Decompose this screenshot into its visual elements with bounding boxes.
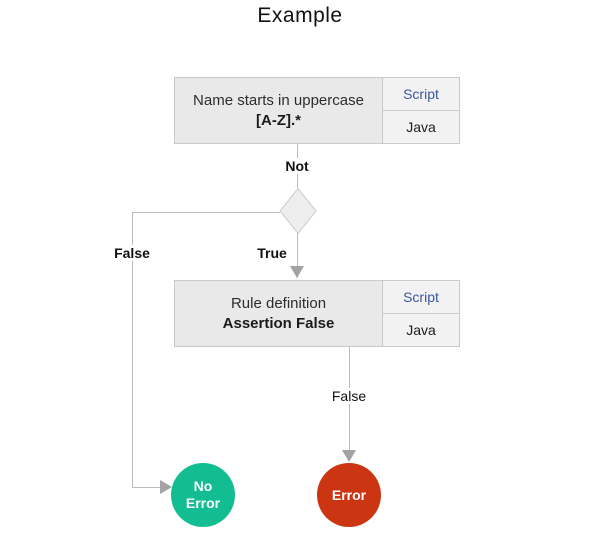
terminal-no-error-line1: No xyxy=(193,478,213,494)
terminal-error-label: Error xyxy=(331,486,367,503)
rule-node-name-uppercase: Name starts in uppercase [A-Z].* Script … xyxy=(174,77,460,144)
edge-label-not: Not xyxy=(282,158,312,174)
rule-node-body: Rule definition Assertion False xyxy=(175,281,382,346)
arrowhead-into-box2 xyxy=(290,266,304,278)
rule-assertion: Assertion False xyxy=(222,314,335,332)
arrowhead-into-error xyxy=(342,450,356,462)
tab-java[interactable]: Java xyxy=(383,111,459,143)
terminal-no-error: No Error xyxy=(171,463,235,527)
edge-label-false-left: False xyxy=(111,245,153,261)
connector-diamond-to-box2 xyxy=(297,233,298,278)
rule-description: Name starts in uppercase xyxy=(193,91,364,109)
terminal-error: Error xyxy=(317,463,381,527)
connector-left-down xyxy=(132,212,133,488)
tab-script[interactable]: Script xyxy=(383,78,459,111)
rule-expression: [A-Z].* xyxy=(256,111,301,129)
terminal-no-error-line2: Error xyxy=(185,495,221,511)
decision-diamond xyxy=(279,188,317,235)
connector-diamond-left xyxy=(132,212,280,213)
diagram-title: Example xyxy=(257,4,343,27)
rule-node-rule-definition: Rule definition Assertion False Script J… xyxy=(174,280,460,347)
edge-label-false-bottom: False xyxy=(328,388,370,404)
tab-script[interactable]: Script xyxy=(383,281,459,314)
rule-tab-column: Script Java xyxy=(382,78,459,143)
arrowhead-into-noerror xyxy=(160,480,172,494)
connector-left-to-noerror xyxy=(132,487,162,488)
rule-tab-column: Script Java xyxy=(382,281,459,346)
tab-java[interactable]: Java xyxy=(383,314,459,346)
edge-label-true: True xyxy=(254,245,290,261)
rule-node-body: Name starts in uppercase [A-Z].* xyxy=(175,78,382,143)
rule-description: Rule definition xyxy=(230,294,327,312)
